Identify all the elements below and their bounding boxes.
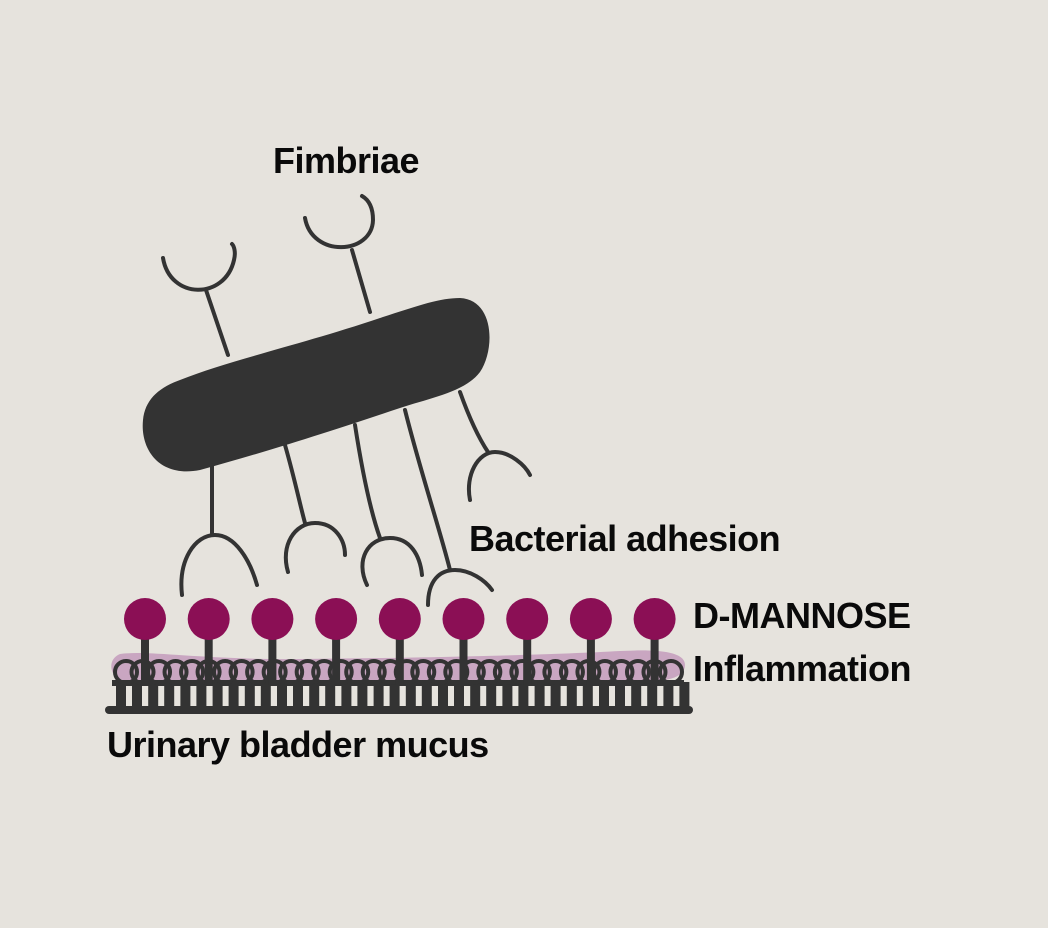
fimbria-stalk [403,408,452,572]
mucus-tooth [647,682,658,708]
receptor-loop [624,659,651,685]
label-urinary-bladder-mucus: Urinary bladder mucus [107,724,489,765]
receptor-loop [162,659,189,685]
mucus-tooth [309,682,320,708]
receptor-loop [278,659,305,685]
mucus-tooth [550,682,561,708]
mucus-tooth [615,682,625,708]
mannose-stalk [523,630,532,685]
receptor-loop [542,659,569,685]
mannose-head [251,598,294,640]
label-d-mannose: D-MANNOSE [693,595,911,636]
receptor-loop [608,659,635,685]
mannose-head [378,598,421,640]
receptor-loop [360,659,387,685]
receptor-loop [476,659,503,685]
mucus-tooth [212,682,223,708]
mucus-baseline [105,706,693,714]
mucus-tooth [148,682,159,708]
receptor-loop [558,659,585,685]
receptor-loop [344,659,371,685]
mucus-tooth [244,682,255,708]
receptor-loop [327,659,354,685]
receptor-loop [509,659,536,685]
mucus-tooth [260,682,271,708]
receptor-loop [492,659,519,685]
mucus-tooth [116,682,126,708]
mannose-head [569,598,612,640]
mannose-head [187,598,230,640]
receptor-loop [228,659,255,685]
mucus-tooth [196,682,207,708]
mucus-tooth [421,682,432,708]
mucus-tooth [325,682,336,708]
mucus-tooth [132,682,142,708]
mannose-stalk [332,630,341,685]
label-fimbriae: Fimbriae [273,140,420,181]
d-mannose-molecules [124,598,676,685]
mannose-stalk [395,630,404,685]
mucus-tooth [566,682,577,708]
mannose-stalk [650,630,659,685]
mucus-tooth [454,682,464,708]
mannose-head [633,598,676,640]
fimbria-stalk [350,248,372,314]
mannose-head [315,598,358,640]
mucus-tooth [277,682,287,708]
mucus-tooth [164,682,175,708]
fimbria-stalk [458,390,490,454]
fimbria-stalk [283,443,307,525]
label-bacterial-adhesion: Bacterial adhesion [469,518,781,559]
mucus-tooth [631,682,642,708]
mucus-tooth [486,682,497,708]
mucus-tooth [293,682,303,708]
mucus-tooth [357,682,368,708]
fimbria-cup [360,535,424,587]
receptor-loop [113,659,139,685]
bacterium-body [142,298,490,472]
fimbria-cup [161,242,237,292]
mucus-tooth [663,682,674,708]
mucus-tooth [518,682,529,708]
mucus-tooth [438,682,448,708]
mannose-head [442,598,485,640]
mucus-tooth [373,682,384,708]
mucus-tooth [534,682,545,708]
fimbriae-lower [179,390,532,607]
receptor-loop [658,659,684,685]
mucus-tooth [679,682,690,708]
fimbria-cup [426,567,494,607]
mucus-tooth [228,682,239,708]
receptor-loop [212,659,239,685]
mucus-tooth [470,682,481,708]
fimbria-cup [303,194,376,250]
fimbria-cup [179,532,259,597]
receptor-loop [294,659,321,685]
mucus-tooth [502,682,513,708]
receptor-loop [410,659,437,685]
mannose-stalk [268,630,277,685]
fimbria-cup [466,449,532,502]
receptor-loop [426,659,453,685]
label-inflammation: Inflammation [693,648,912,689]
mucus-tooth [405,682,416,708]
mannose-stalk [141,630,149,685]
mucus-tooth [389,682,400,708]
fimbriae-upper [161,194,376,357]
mannose-head [506,598,549,640]
mannose-head [124,598,166,640]
mucus-tooth [180,682,191,708]
mannose-stalk [459,630,468,685]
mucus-tooth [341,682,352,708]
receptor-loop [393,659,420,685]
mucus-tooth [582,682,593,708]
mannose-stalk [586,630,595,685]
fimbria-stalk [353,423,382,540]
mannose-stalk [204,630,213,685]
fimbria-stalk [204,288,230,357]
fimbria-cup [283,520,347,574]
receptor-loop [179,659,206,685]
mucus-tooth [599,682,609,708]
